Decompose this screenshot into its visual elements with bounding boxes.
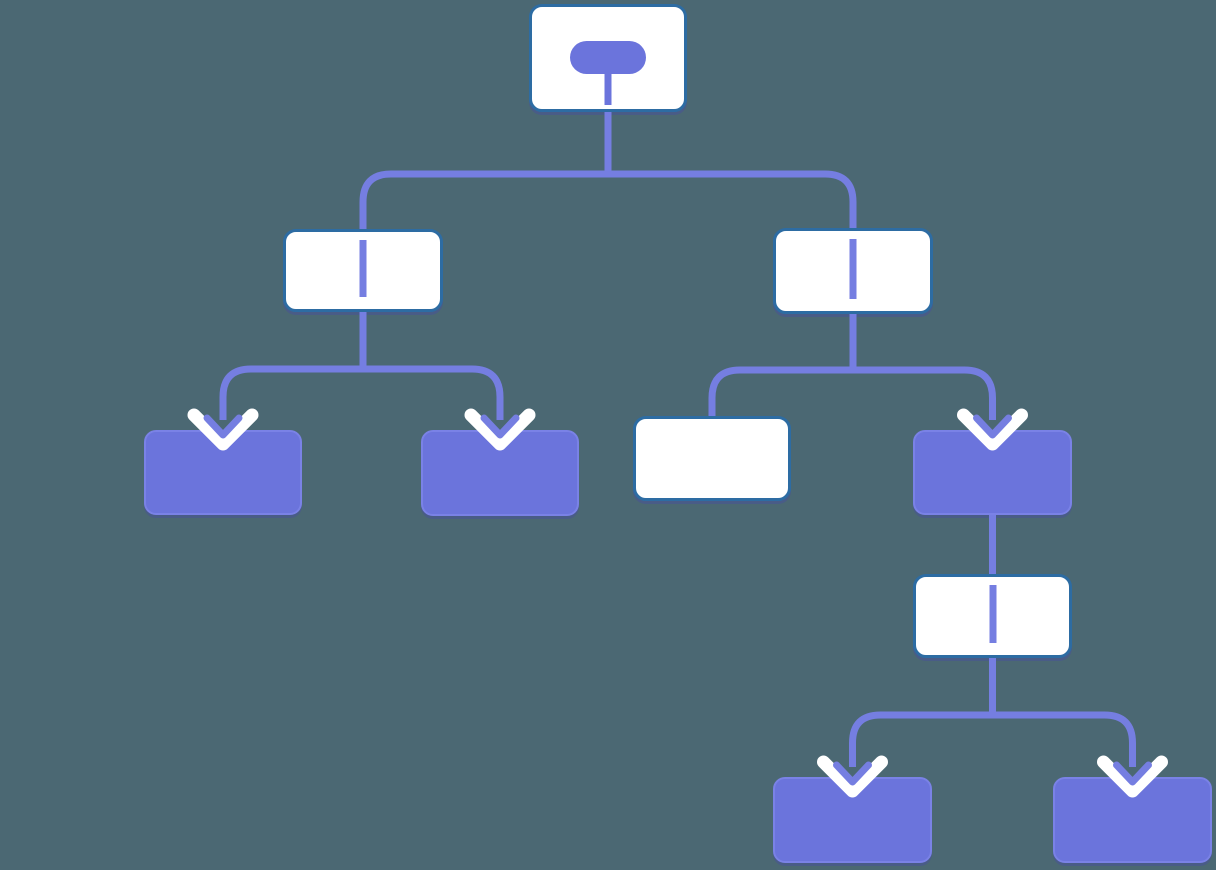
connector-root-d2 [608, 170, 857, 228]
node-d1[interactable] [283, 229, 443, 312]
node-a4[interactable] [773, 777, 932, 863]
vertical-bar-icon [989, 585, 996, 643]
connector-d1-a1 [219, 365, 363, 420]
pill-stem [604, 69, 612, 105]
node-a3[interactable] [913, 430, 1072, 515]
node-d3[interactable] [913, 574, 1072, 658]
node-root[interactable] [529, 4, 687, 112]
node-d2[interactable] [773, 228, 933, 314]
connector-d2-p1 [708, 366, 853, 416]
connector-d1-a2 [363, 365, 504, 420]
connector-root-d1 [359, 170, 608, 229]
connector-d2-a3 [853, 366, 996, 420]
node-a5[interactable] [1053, 777, 1212, 863]
connector-d3-a4 [849, 711, 993, 767]
connector-d3-a5 [992, 711, 1136, 767]
node-p1[interactable] [633, 416, 791, 501]
node-a2[interactable] [421, 430, 579, 516]
vertical-bar-icon [849, 239, 857, 299]
vertical-bar-icon [359, 240, 367, 297]
pill-icon [570, 41, 646, 74]
node-a1[interactable] [144, 430, 302, 515]
